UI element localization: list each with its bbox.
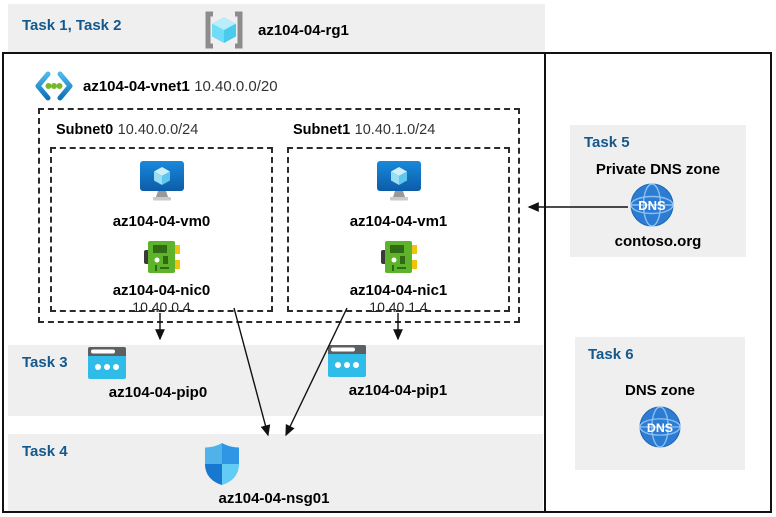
nic1-name: az104-04-nic1 [349, 282, 448, 299]
task3-label: Task 3 [22, 354, 68, 371]
private-dns-zone-name: contoso.org [614, 233, 702, 250]
task6-box: Task 6 DNS zone DNS [575, 337, 745, 470]
task5-label: Task 5 [584, 134, 630, 151]
vnet-name: az104-04-vnet1 [83, 78, 190, 95]
resource-group-band: Task 1, Task 2 az104-04-rg1 [8, 4, 545, 52]
pip1-group: az104-04-pip1 [328, 345, 468, 399]
private-dns-icon-text: DNS [638, 198, 666, 213]
task4-band: Task 4 [8, 434, 543, 511]
vm0-name: az104-04-vm0 [112, 213, 211, 230]
subnet1-cidr: 10.40.1.0/24 [354, 122, 436, 138]
nic1-icon [380, 239, 417, 275]
vnet-cidr: 10.40.0.0/20 [194, 78, 278, 95]
subnet1-name: Subnet1 [293, 122, 351, 138]
nsg-name: az104-04-nsg01 [218, 490, 330, 507]
vm1-icon [376, 161, 422, 203]
nsg-shield-icon [204, 442, 344, 486]
pip0-group: az104-04-pip0 [88, 347, 228, 401]
nic0-name: az104-04-nic0 [112, 282, 211, 299]
vm1-name: az104-04-vm1 [349, 213, 448, 230]
subnet0-cidr: 10.40.0.0/24 [117, 122, 199, 138]
private-dns-icon: DNS [630, 183, 674, 227]
vm0-icon [139, 161, 185, 203]
resource-group-icon [201, 9, 247, 51]
resource-group-name: az104-04-rg1 [258, 22, 349, 39]
dns-zone-title: DNS zone [624, 382, 695, 399]
vnet-icon [35, 71, 73, 101]
pip1-icon [328, 345, 468, 377]
diagram-frame [2, 52, 772, 513]
subnets-container [38, 108, 520, 323]
pip1-name: az104-04-pip1 [348, 382, 448, 399]
subnet1-box: az104-04-vm1 az104-04-nic1 10.40.1.4 [287, 147, 510, 315]
subnet0-name: Subnet0 [56, 122, 114, 138]
subnet0-box: az104-04-vm0 az104-04-nic0 10.40.0.4 [50, 147, 273, 315]
vnet-title: az104-04-vnet1 10.40.0.0/20 [83, 78, 278, 96]
task5-box: Task 5 Private DNS zone DNS contoso.org [570, 125, 746, 257]
pip0-name: az104-04-pip0 [108, 384, 208, 401]
frame-divider [544, 52, 546, 513]
subnet1-title: Subnet1 10.40.1.0/24 [293, 121, 435, 139]
nic1-ip: 10.40.1.4 [369, 299, 428, 315]
dns-zone-icon-text: DNS [647, 421, 673, 435]
pip0-icon [88, 347, 228, 379]
private-dns-zone-title: Private DNS zone [595, 161, 721, 178]
nic0-icon [143, 239, 180, 275]
nsg-group: az104-04-nsg01 [204, 442, 344, 507]
dns-zone-icon: DNS [639, 406, 681, 448]
nic0-ip: 10.40.0.4 [132, 299, 191, 315]
subnet0-title: Subnet0 10.40.0.0/24 [56, 121, 198, 139]
task12-label: Task 1, Task 2 [22, 17, 122, 34]
task4-label: Task 4 [22, 443, 68, 460]
task6-label: Task 6 [588, 346, 634, 363]
